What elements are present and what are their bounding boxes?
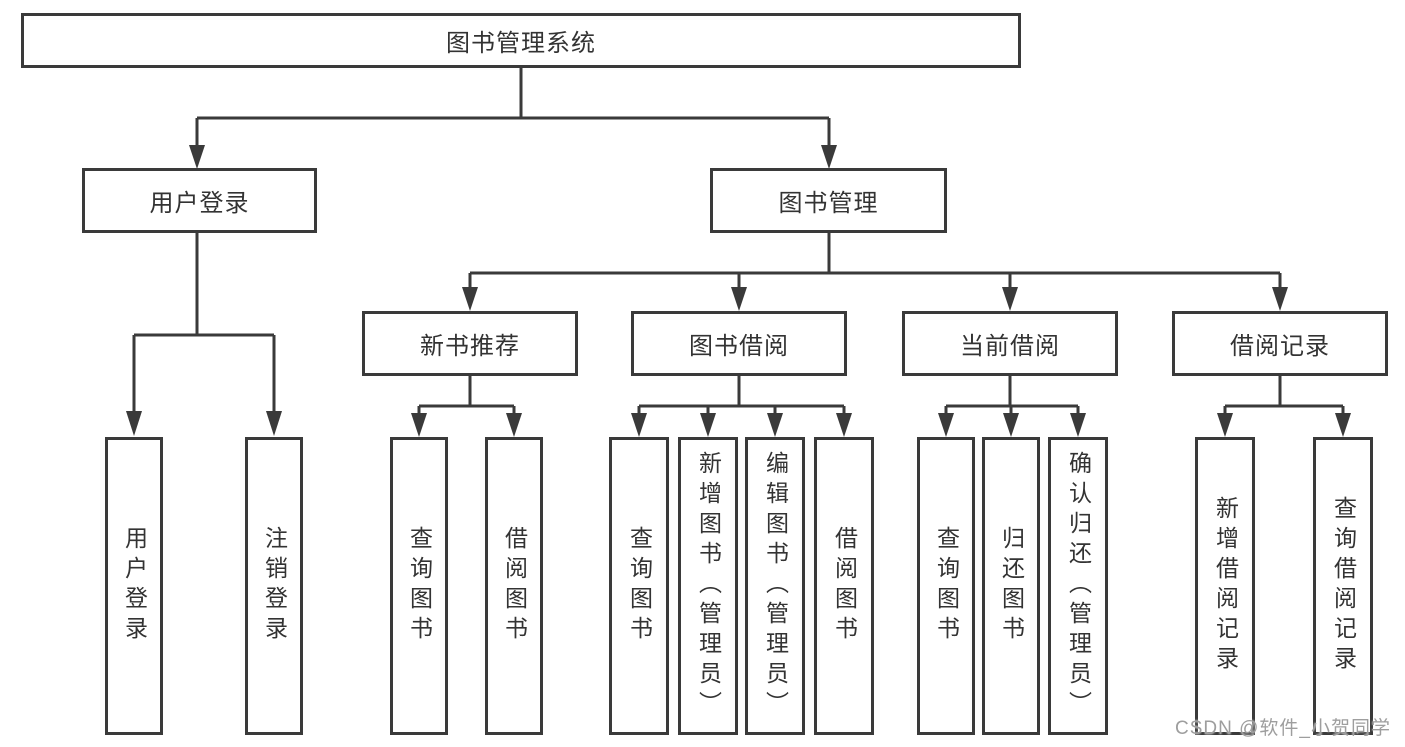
leaf-logout: 注销登录 [245,437,303,735]
leaf-query-borrow-record: 查询借阅记录 [1313,437,1373,735]
node-user-login: 用户登录 [82,168,317,233]
arrow-down-icons [126,145,1351,437]
leaf-return-books: 归还图书 [982,437,1040,735]
leaf-query-books-recommend: 查询图书 [390,437,448,735]
leaf-edit-books-admin: 编辑图书（管理员） [745,437,805,735]
node-current-borrowing: 当前借阅 [902,311,1118,376]
leaf-confirm-return-admin: 确认归还（管理员） [1048,437,1108,735]
leaf-add-books-admin: 新增图书（管理员） [678,437,738,735]
leaf-add-borrow-record: 新增借阅记录 [1195,437,1255,735]
leaf-query-books-current: 查询图书 [917,437,975,735]
node-library-management-system: 图书管理系统 [21,13,1021,68]
leaf-user-login: 用户登录 [105,437,163,735]
csdn-watermark: CSDN @软件_小贺同学 [1175,718,1391,739]
leaf-borrow-books: 借阅图书 [814,437,874,735]
node-book-management: 图书管理 [710,168,947,233]
node-borrowing-records: 借阅记录 [1172,311,1388,376]
leaf-borrow-books-recommend: 借阅图书 [485,437,543,735]
node-new-book-recommendation: 新书推荐 [362,311,578,376]
leaf-query-books-borrow: 查询图书 [609,437,669,735]
node-book-borrowing: 图书借阅 [631,311,847,376]
